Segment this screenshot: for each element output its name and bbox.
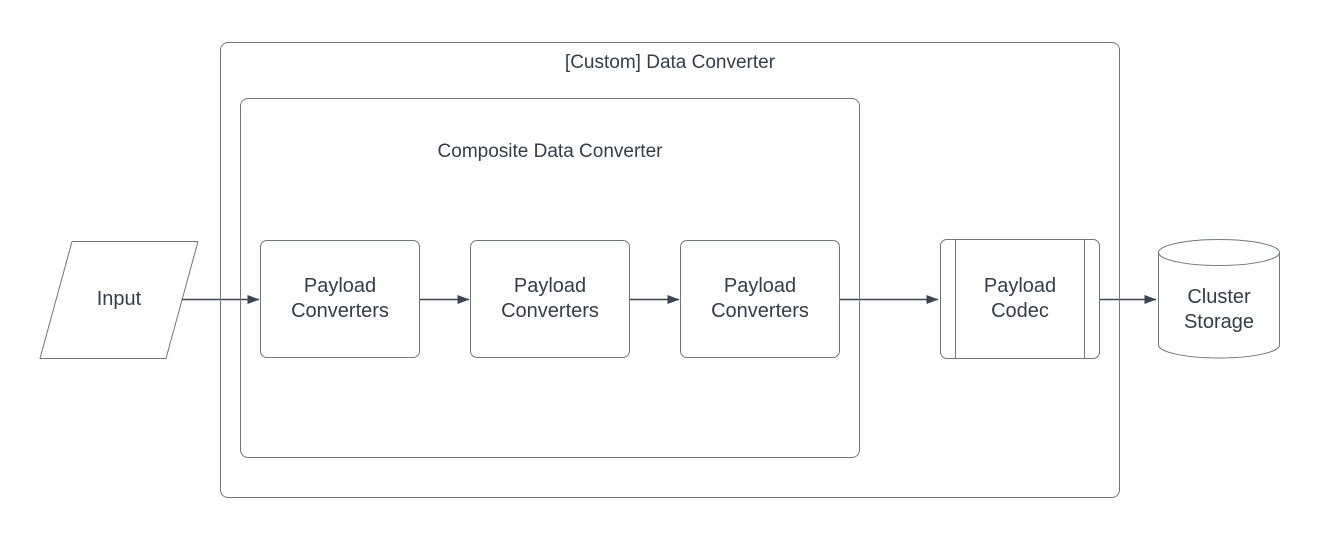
custom-data-converter-title: [Custom] Data Converter <box>564 52 776 73</box>
codec-right-bar <box>1084 240 1085 358</box>
payload-converters-2-label-line2: Converters <box>501 300 599 322</box>
payload-converters-1-label-line2: Converters <box>291 300 389 322</box>
composite-data-converter-container <box>240 98 860 458</box>
cluster-storage-cylinder <box>1158 239 1280 359</box>
payload-converters-3-label-line1: Payload <box>723 275 797 297</box>
cluster-storage-node: Cluster Storage <box>1158 258 1280 362</box>
payload-converters-1-label-line1: Payload <box>303 275 377 297</box>
payload-converters-2-label-line1: Payload <box>513 275 587 297</box>
codec-left-bar <box>955 240 956 358</box>
payload-converters-box-1: Payload Converters <box>260 240 420 358</box>
cluster-storage-cylinder-lip <box>1158 252 1280 266</box>
input-shape <box>39 241 199 359</box>
input-node: Input <box>40 241 198 358</box>
composite-data-converter-title: Composite Data Converter <box>437 141 663 162</box>
payload-codec-label-line1: Payload <box>983 275 1057 297</box>
payload-converters-box-3: Payload Converters <box>680 240 840 358</box>
cluster-storage-label-line2: Storage <box>1183 311 1255 333</box>
payload-codec-label-line2: Codec <box>991 300 1049 322</box>
payload-codec-box: Payload Codec <box>940 239 1100 359</box>
payload-converters-box-2: Payload Converters <box>470 240 630 358</box>
cluster-storage-label-line1: Cluster <box>1187 286 1251 308</box>
payload-converters-3-label-line2: Converters <box>711 300 809 322</box>
custom-data-converter-container <box>220 42 1120 498</box>
input-label: Input <box>96 288 142 310</box>
